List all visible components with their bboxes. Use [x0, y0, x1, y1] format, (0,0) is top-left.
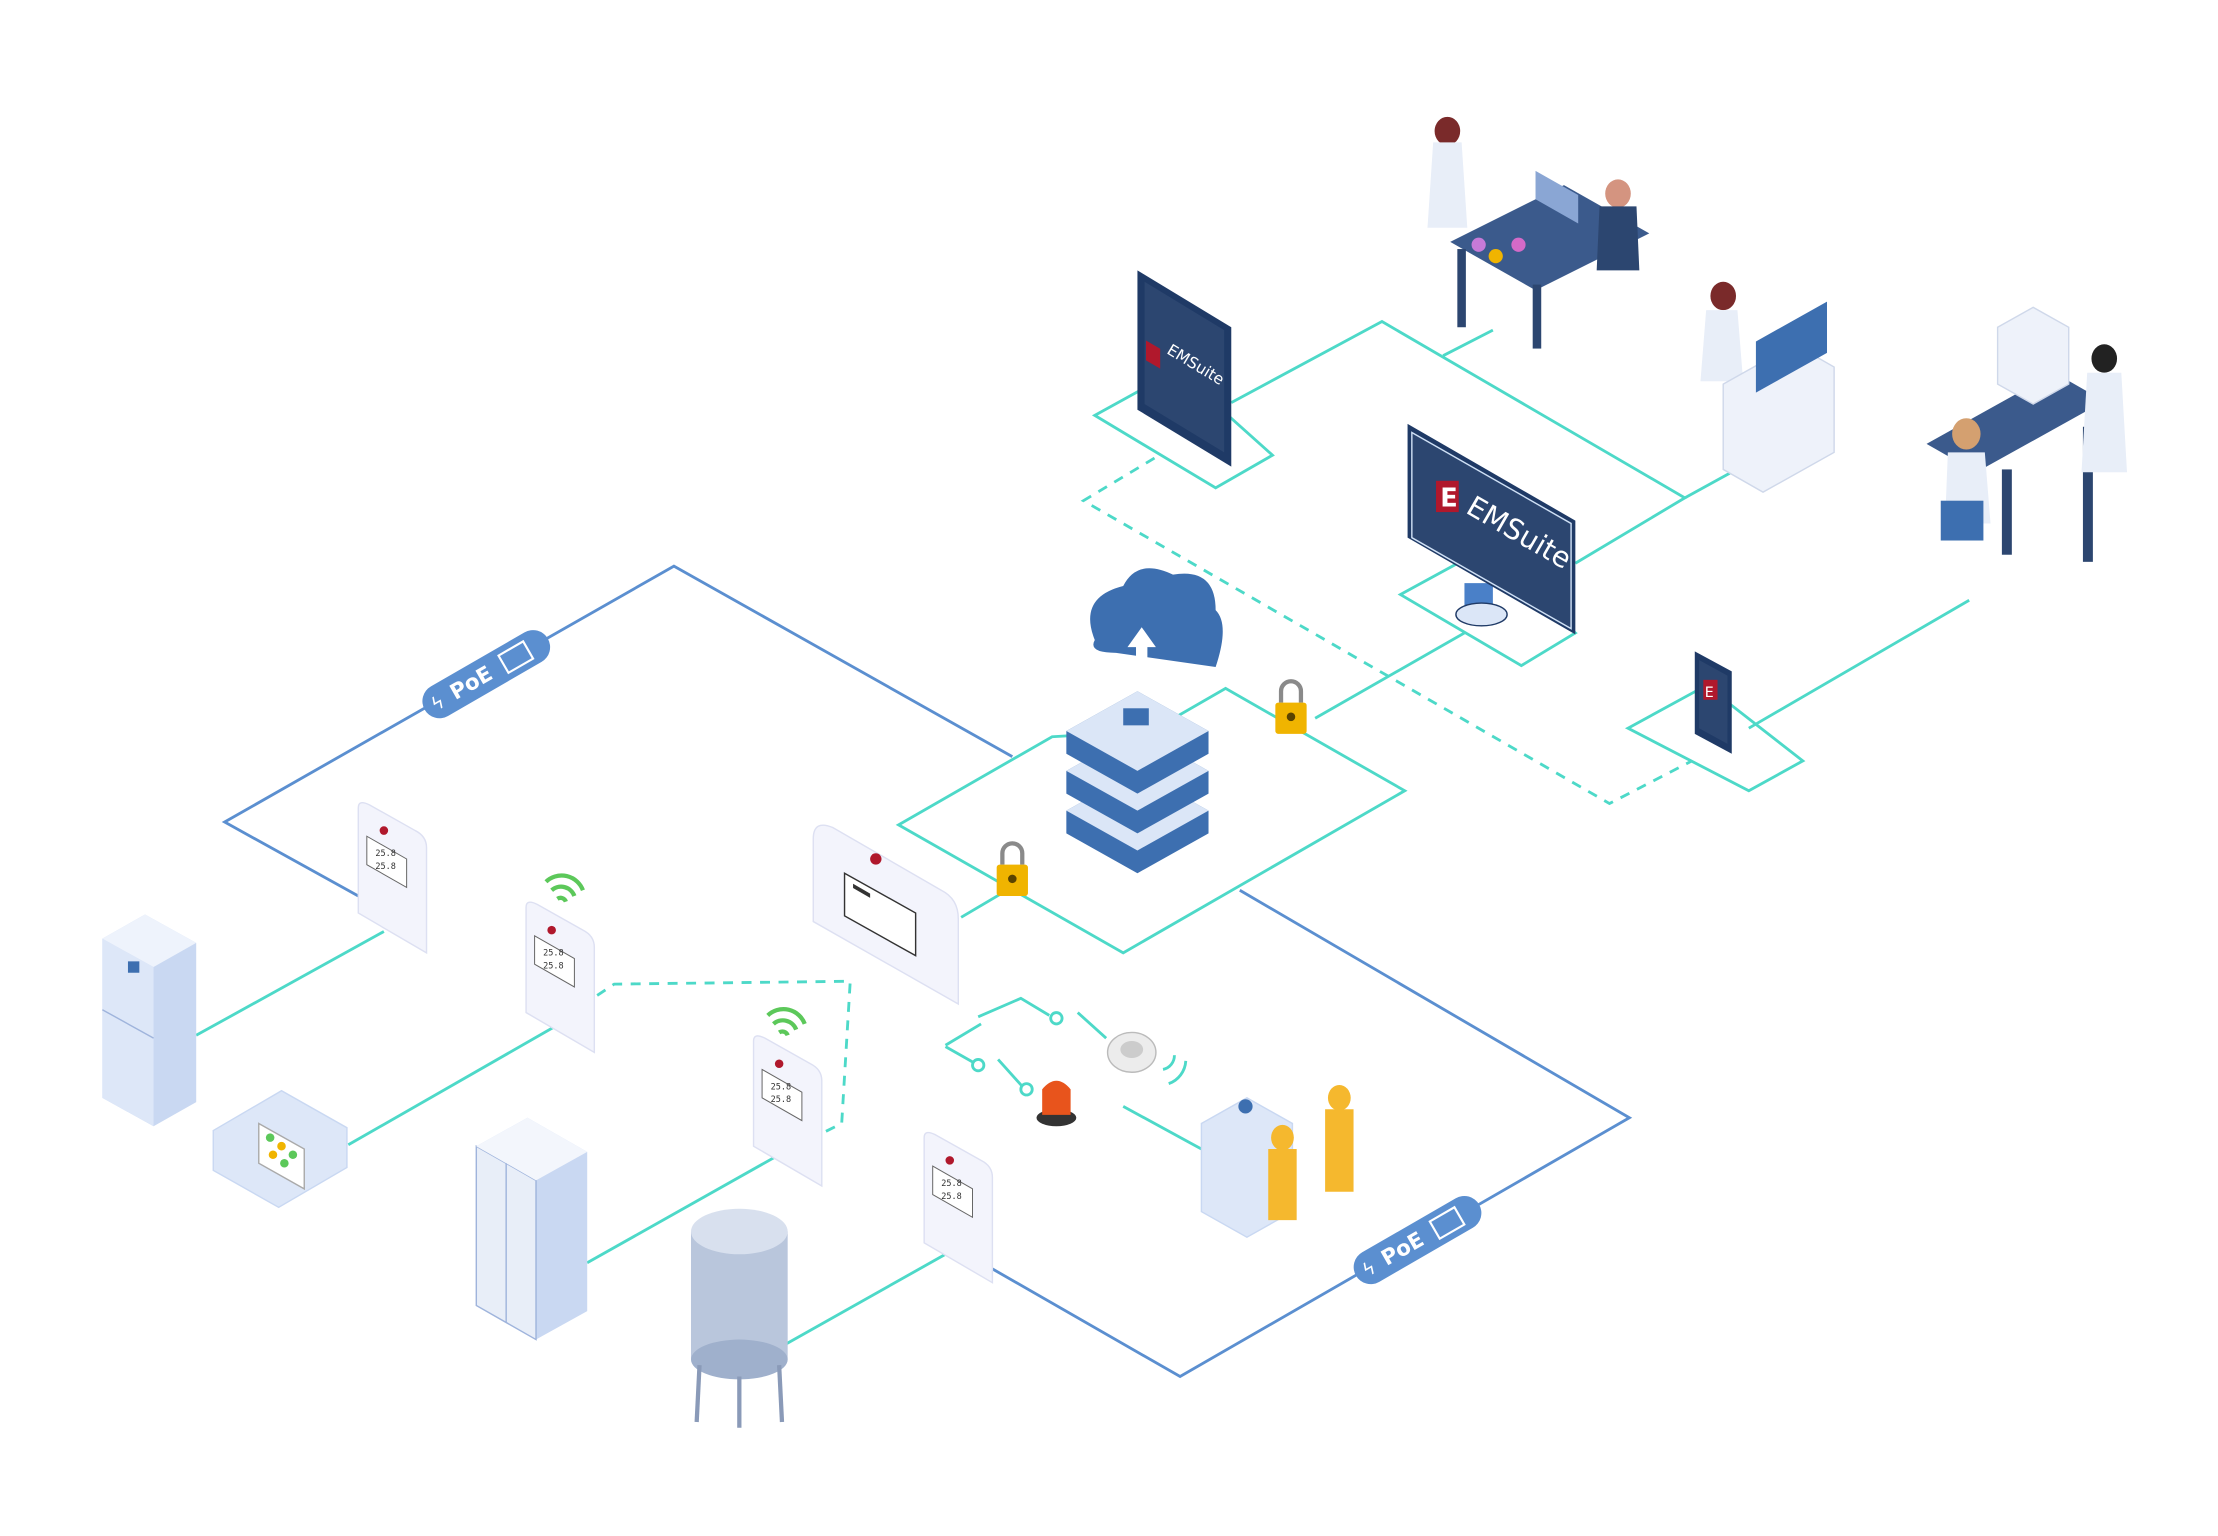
cleanroom-workers-scene [1200, 1085, 1354, 1239]
sensor-reading: 25.8 [941, 1192, 962, 1202]
central-network [895, 686, 1408, 955]
sensor-3-wireless: 25.8 25.8 [752, 1007, 823, 1188]
wifi-icon [544, 873, 585, 903]
poe-line-top [221, 564, 1014, 898]
incubator-icon [212, 1089, 348, 1209]
lab-computer-scene [1700, 281, 1835, 493]
brand-logo-dot [870, 853, 882, 865]
sensor-reading: 25.8 [543, 961, 564, 971]
smoke-detector-icon [1106, 1031, 1188, 1085]
switch-node [1049, 1011, 1064, 1026]
relay-switch-2 [997, 1058, 1025, 1089]
refrigerator-icon [102, 914, 197, 1127]
link-cabinet [586, 1153, 780, 1265]
poe-badge-top: PoE ϟ [422, 630, 551, 719]
phone-base [1624, 683, 1806, 793]
emsuite-monitor[interactable]: E EMSuite [1407, 423, 1578, 635]
lock-icon [996, 841, 1028, 896]
lock-icon [1275, 679, 1307, 734]
link-incubator [347, 1025, 556, 1147]
upload-arrow-icon [1127, 627, 1156, 662]
sensor-4: 25.8 25.8 [923, 1131, 994, 1284]
link-tank [785, 1253, 947, 1346]
emsuite-phone[interactable]: E [1694, 651, 1732, 754]
sensor-reading: 25.8 [771, 1095, 792, 1105]
central-controller[interactable] [812, 824, 960, 1006]
emsuite-logo [1436, 480, 1459, 513]
sensor-reading: 25.8 [543, 949, 564, 959]
switch-node [1019, 1082, 1034, 1097]
link-fridge [195, 930, 385, 1037]
sensor-reading: 25.8 [375, 862, 396, 872]
emsuite-logo [1145, 340, 1161, 369]
sensor-reading: 25.8 [941, 1179, 962, 1189]
poe-badge-bottom: PoE ϟ [1353, 1195, 1482, 1285]
dashed-remote [1080, 456, 1693, 806]
link-lab-desk [1442, 328, 1494, 357]
relay-circuit-2 [944, 1022, 982, 1047]
signal-icon [1162, 1055, 1188, 1085]
relay-switch-1 [1076, 1011, 1108, 1040]
link-cloud-monitor [1314, 631, 1466, 720]
emsuite-tablet[interactable]: EMSuite [1137, 270, 1232, 467]
poe-line-bottom [986, 889, 1633, 1379]
switch-node [971, 1058, 986, 1073]
lab-cabinet-icon [475, 1117, 588, 1341]
logo-letter: E [1705, 685, 1714, 701]
link-cleanroom [1122, 1105, 1203, 1151]
sensor-reading: 25.8 [375, 849, 396, 859]
alarm-beacon-icon [1036, 1080, 1077, 1127]
cloud-server [1066, 568, 1223, 874]
sensor-reading: 25.8 [771, 1082, 792, 1092]
wifi-icon [766, 1007, 807, 1037]
sensor-2-wireless: 25.8 25.8 [525, 873, 596, 1054]
storage-tank-icon [690, 1208, 788, 1428]
cloud-icon [1090, 568, 1223, 668]
lab-desk-scene [1427, 116, 1650, 349]
lab-instrument-scene [1926, 306, 2128, 562]
logo-letter: E [1440, 483, 1457, 513]
server-stack-icon [1066, 691, 1209, 874]
relay-circuit [977, 996, 1051, 1019]
link-tablet-labs [1230, 319, 1688, 565]
sensor-1: 25.8 25.8 [357, 801, 428, 955]
link-phone-lab [1748, 598, 1970, 730]
